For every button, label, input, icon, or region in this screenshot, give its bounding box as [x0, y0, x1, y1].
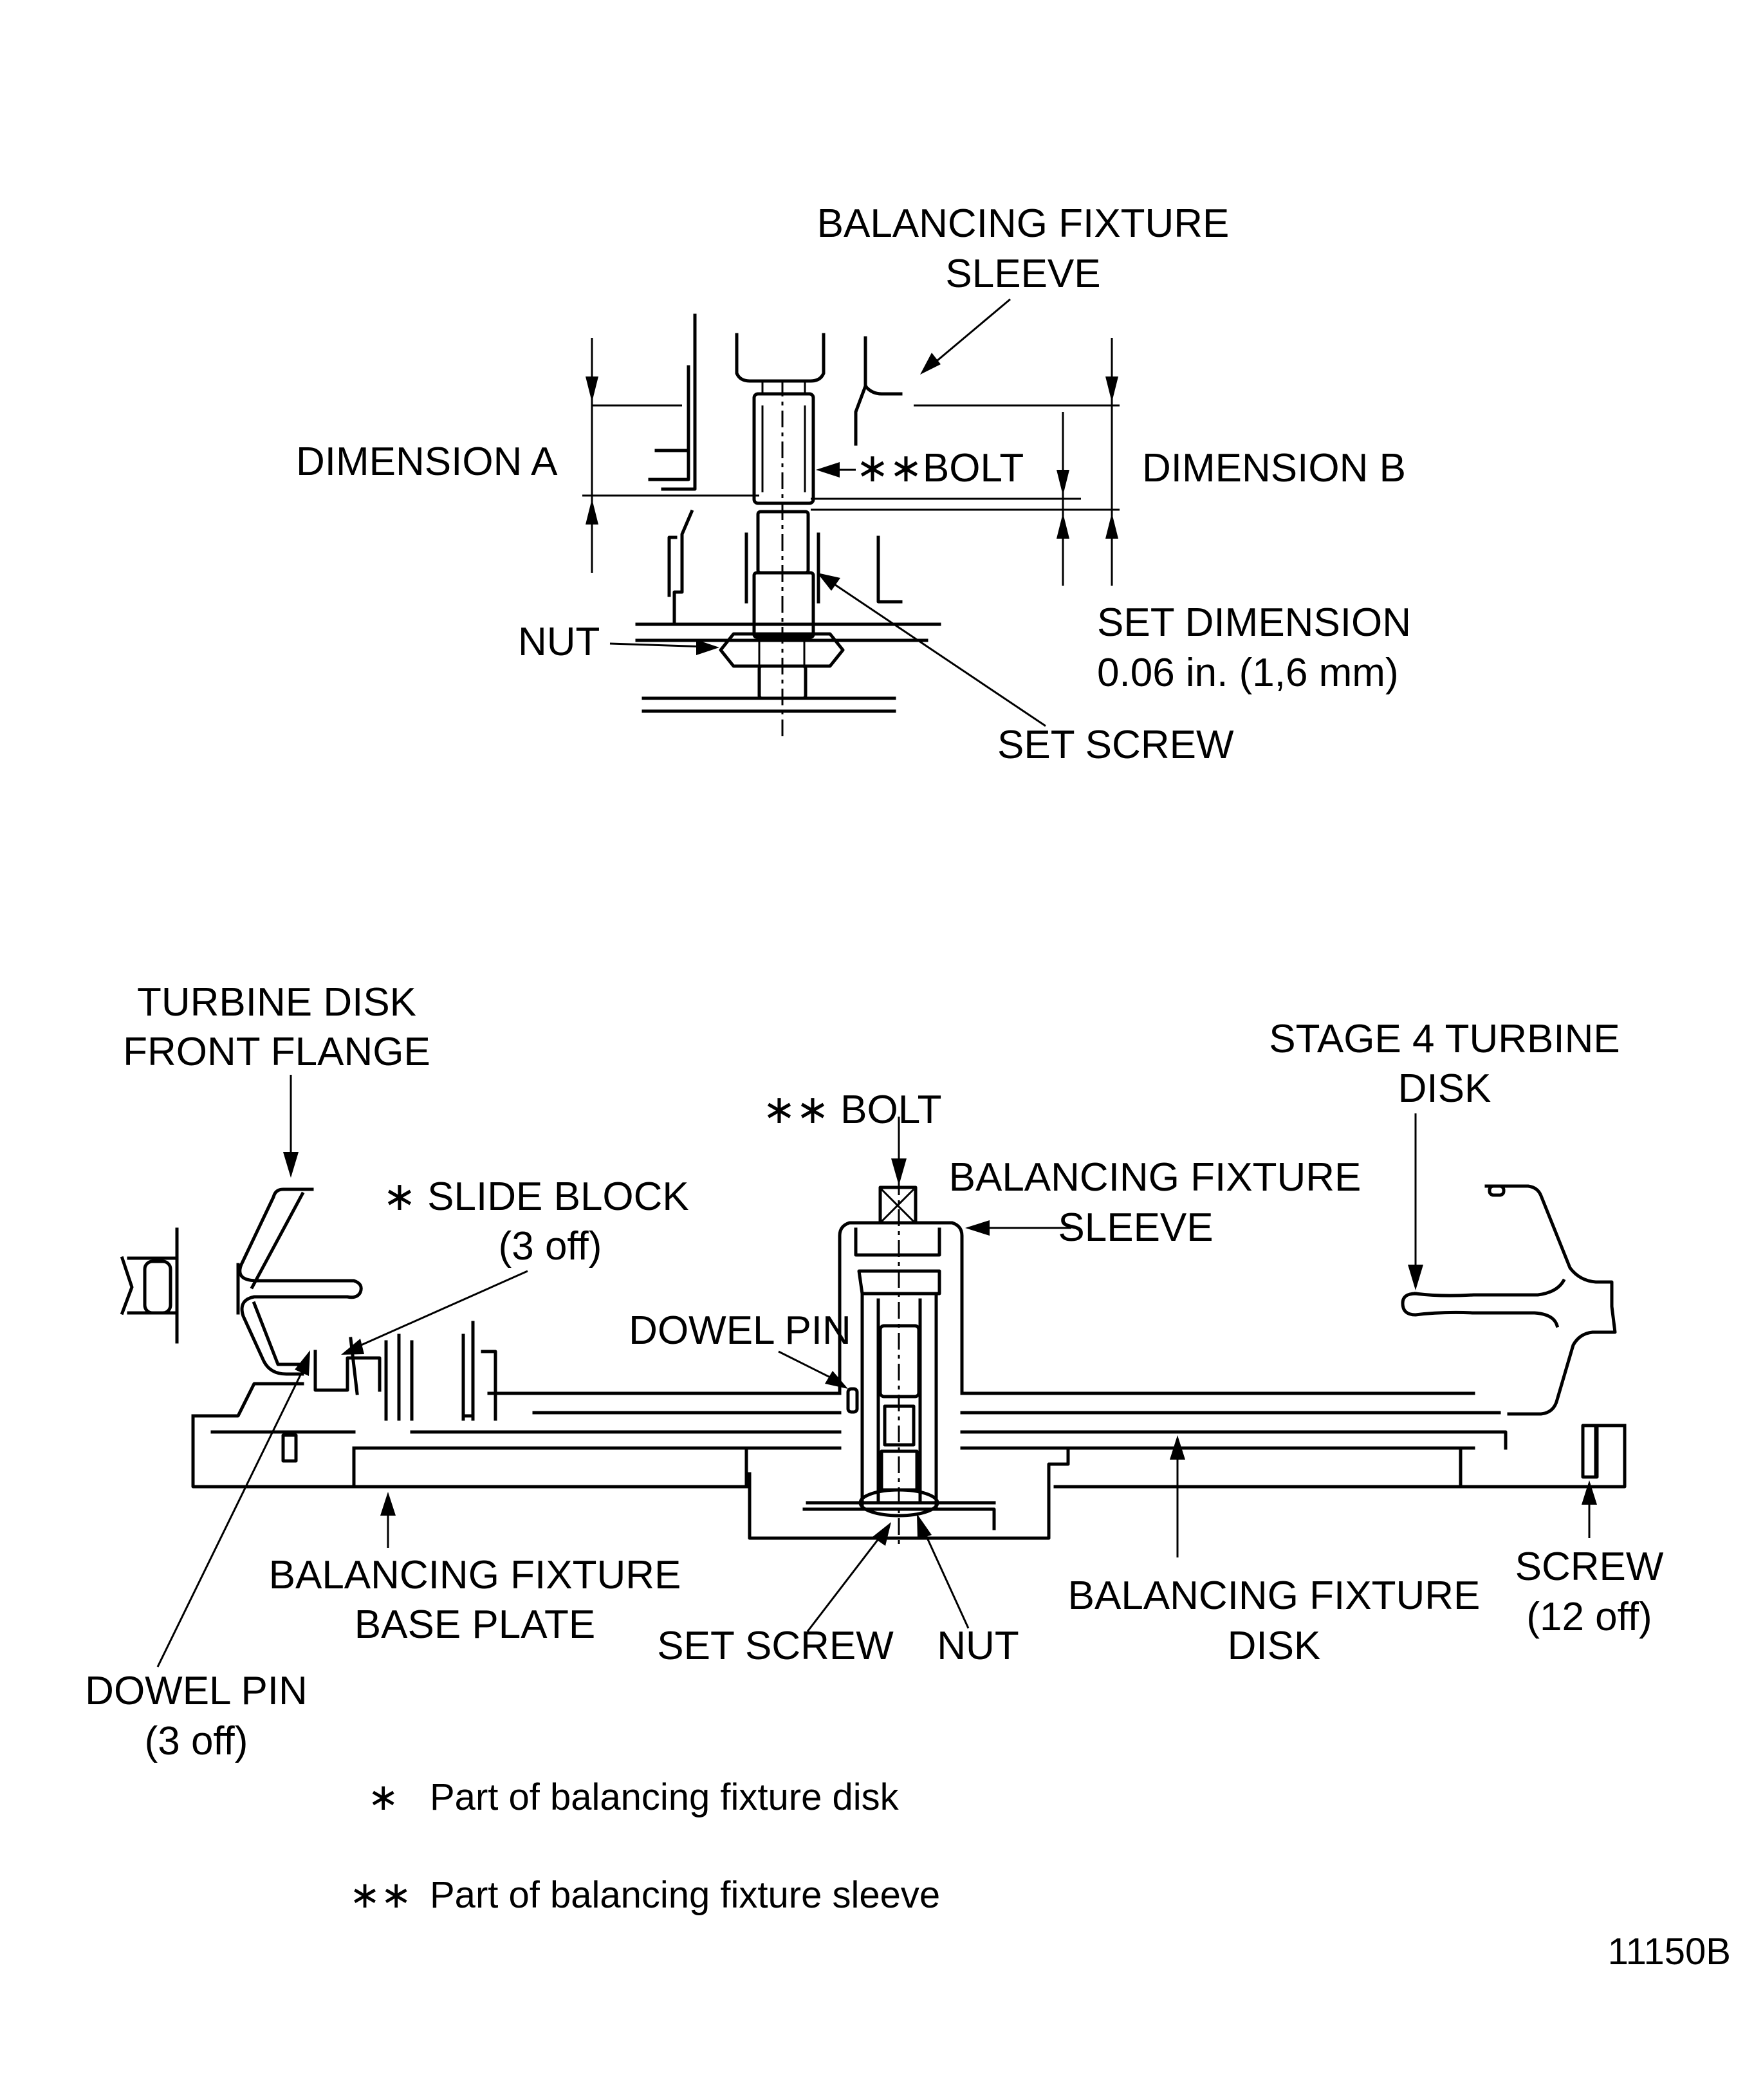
footnote-text: Part of balancing fixture disk [430, 1776, 900, 1818]
leader-detail-sleeve [929, 298, 1011, 368]
slide-posts [384, 1321, 497, 1421]
leader-dowel-pin-top [778, 1350, 837, 1382]
label-assembly-sleeve-line1: BALANCING FIXTURE [949, 1155, 1362, 1200]
stage4-disk-rim-tip [1488, 1184, 1506, 1197]
sleeve-inner [854, 1227, 941, 1296]
arrowhead-assembly-sleeve [965, 1220, 990, 1236]
label-base-plate-line2: BASE PLATE [355, 1603, 595, 1647]
label-assembly-sleeve-line2: SLEEVE [1058, 1205, 1213, 1250]
arrowhead-slide-block [341, 1339, 364, 1355]
arrowhead-base-plate [380, 1492, 396, 1516]
label-detail-nut: NUT [518, 620, 600, 664]
arrowhead-detail-bolt [816, 462, 840, 478]
detail-view: BALANCING FIXTURE SLEEVE DIMENSION A ∗∗B… [296, 201, 1411, 767]
dowel-pin-top [846, 1387, 859, 1414]
label-detail-sleeve-line2: SLEEVE [945, 252, 1100, 296]
label-set-dimension-line1: SET DIMENSION [1097, 600, 1411, 645]
footnote-marker: ∗∗ [349, 1874, 412, 1916]
set-screw-sleeve [744, 532, 820, 604]
label-assembly-bolt: ∗∗ BOLT [762, 1088, 941, 1132]
label-dowel-pin-line2: (3 off) [145, 1719, 248, 1763]
label-dowel-pin-top: DOWEL PIN [629, 1308, 851, 1353]
set-dimension-arrow-top [1057, 470, 1069, 496]
arrowhead-assembly-set-screw [872, 1522, 891, 1546]
leader-dowel-pin [156, 1364, 307, 1668]
sleeve-bore [860, 1292, 938, 1508]
set-dimension-arrow-bottom [1057, 513, 1069, 539]
balancing-fixture-sleeve [838, 1221, 964, 1395]
leader-assembly-nut [920, 1525, 970, 1629]
arrowhead-detail-set-screw [817, 573, 840, 591]
bolt-threaded-upper [752, 392, 815, 505]
leader-assembly-set-screw [806, 1534, 883, 1632]
arrowhead-fixture-disk [1170, 1435, 1185, 1460]
leader-detail-nut [609, 642, 708, 648]
figure-id: 11150B [1608, 1931, 1731, 1973]
arrowhead-assembly-nut [917, 1514, 932, 1539]
arrowhead-assembly-bolt [891, 1158, 907, 1185]
stage4-turbine-disk-web [1401, 1278, 1566, 1328]
balancing-fixture-disk-plate [352, 1391, 1508, 1450]
arrowhead-stage4 [1408, 1265, 1423, 1290]
dimension-a-arrow-top [586, 376, 598, 402]
label-dimension-b: DIMENSION B [1142, 446, 1406, 490]
balancing-fixture-base-plate [191, 1382, 1627, 1489]
arrowhead-dowel-pin-top [825, 1371, 848, 1389]
label-screw-line2: (12 off) [1526, 1595, 1652, 1639]
turbine-disk-hub-left [120, 1227, 240, 1344]
base-plate-steps [352, 1446, 1463, 1489]
arrowhead-detail-nut [696, 640, 719, 655]
label-assembly-set-screw: SET SCREW [657, 1624, 894, 1668]
nut-hex [719, 632, 845, 668]
label-front-flange-line1: TURBINE DISK [137, 980, 416, 1025]
dowel-pin-3-off [281, 1433, 298, 1463]
turbine-disk-front-flange [238, 1187, 363, 1376]
label-slide-block-line2: (3 off) [499, 1224, 602, 1268]
set-screw-lower [752, 571, 815, 639]
footnote-text: Part of balancing fixture sleeve [430, 1874, 940, 1916]
label-screw-line1: SCREW [1515, 1545, 1664, 1589]
label-base-plate-line1: BALANCING FIXTURE [269, 1553, 681, 1597]
turbine-disk-hub-cavity [143, 1259, 172, 1315]
leader-detail-set-screw [826, 578, 1046, 727]
leader-slide-block [353, 1270, 528, 1350]
slide-block [313, 1337, 382, 1395]
footnotes: ∗ Part of balancing fixture disk ∗∗ Part… [349, 1776, 1731, 1973]
set-screw-tip [757, 664, 808, 700]
arrowhead-dowel-pin [295, 1350, 310, 1376]
hub-base [748, 1446, 1070, 1540]
label-detail-sleeve-line1: BALANCING FIXTURE [817, 201, 1230, 246]
dimension-b-arrow-bottom [1105, 513, 1118, 539]
label-detail-bolt: ∗∗BOLT [856, 446, 1024, 490]
housing-left-lower [642, 509, 694, 626]
bolt-head-cross [880, 1188, 915, 1223]
sleeve-profile-lower [876, 535, 903, 604]
label-fixture-disk-line2: DISK [1228, 1624, 1321, 1668]
housing-left-upper [648, 313, 697, 491]
arrowhead-screw [1582, 1480, 1597, 1505]
arrowhead-front-flange [283, 1152, 299, 1178]
stage4-turbine-disk [1484, 1184, 1617, 1416]
turbine-disk-front-flange-inner [250, 1191, 305, 1366]
label-stage4-line1: STAGE 4 TURBINE [1269, 1017, 1620, 1061]
label-set-dimension-line2: 0.06 in. (1,6 mm) [1097, 651, 1399, 695]
dimension-b-arrow-top [1105, 376, 1118, 402]
dimension-a-arrow-bottom [586, 499, 598, 525]
sleeve-profile-right [854, 336, 903, 446]
label-detail-set-screw: SET SCREW [997, 723, 1234, 767]
footnote-marker: ∗ [367, 1776, 399, 1818]
label-assembly-nut: NUT [937, 1624, 1019, 1668]
label-slide-block-line1: ∗ SLIDE BLOCK [383, 1175, 689, 1219]
label-dimension-a: DIMENSION A [296, 440, 558, 484]
label-dowel-pin-line1: DOWEL PIN [85, 1669, 308, 1713]
screw-12-off [1581, 1424, 1599, 1479]
bolt-head-shank [735, 333, 826, 383]
arrowhead-detail-sleeve [920, 353, 941, 375]
label-front-flange-line2: FRONT FLANGE [123, 1030, 430, 1074]
label-fixture-disk-line1: BALANCING FIXTURE [1068, 1574, 1481, 1618]
assembly-view: TURBINE DISK FRONT FLANGE ∗ SLIDE BLOCK … [85, 980, 1664, 1763]
label-stage4-line2: DISK [1398, 1066, 1491, 1111]
